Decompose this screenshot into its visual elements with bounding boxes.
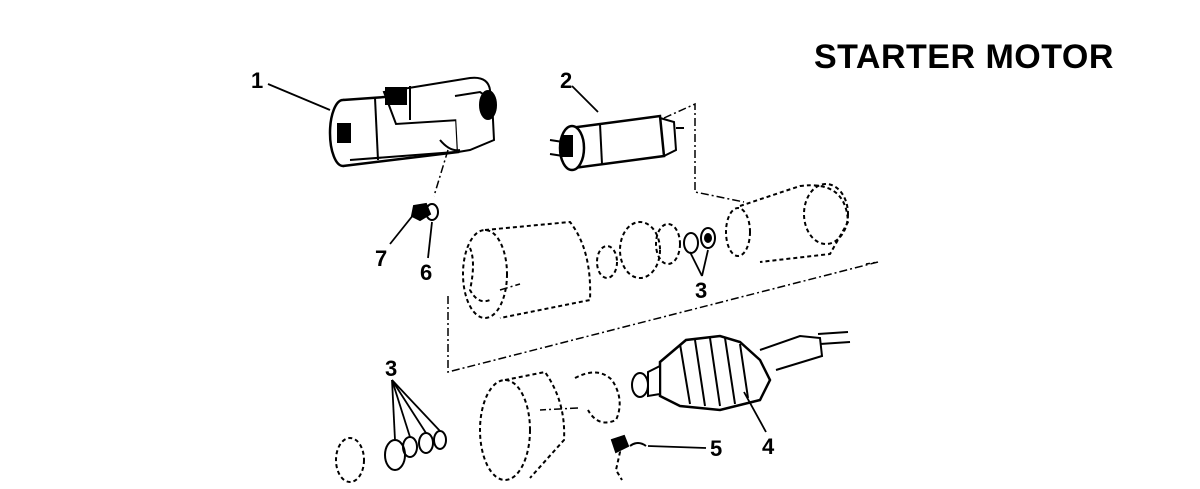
lower-exploded-parts (335, 370, 623, 483)
nut-and-washer (410, 202, 439, 222)
callout-3-upper: 3 (695, 278, 707, 303)
starter-motor-assembly (328, 76, 497, 168)
callout-7: 7 (375, 246, 387, 271)
leader-lines (267, 83, 767, 449)
callout-2: 2 (560, 68, 572, 93)
solenoid (549, 114, 684, 172)
page-title: STARTER MOTOR (814, 38, 1114, 76)
callout-3-lower: 3 (385, 356, 397, 381)
alignment-lines (433, 102, 879, 411)
upper-exploded-parts (462, 183, 850, 319)
callout-4: 4 (762, 434, 775, 459)
callout-1: 1 (251, 68, 263, 93)
callout-6: 6 (420, 260, 432, 285)
armature (631, 331, 851, 412)
callout-5: 5 (710, 436, 722, 461)
brush-clip (610, 434, 647, 454)
washers-upper (683, 227, 716, 254)
